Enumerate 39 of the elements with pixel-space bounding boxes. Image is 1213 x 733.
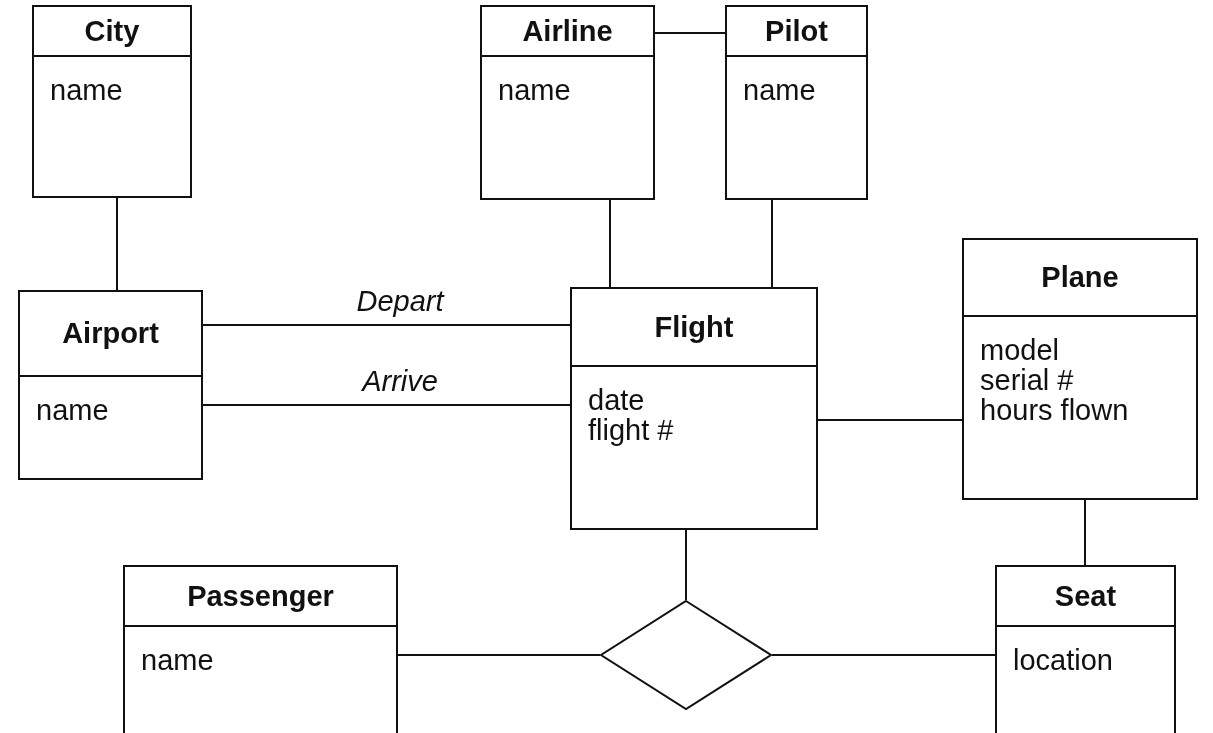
class-box [725, 5, 868, 200]
attribute-text: name [141, 645, 215, 675]
class-name: Airport [62, 317, 159, 350]
class-name: Seat [1054, 579, 1117, 613]
connector-line [685, 529, 687, 601]
class-name: Airline [522, 14, 613, 48]
class-name: Pilot [765, 14, 828, 48]
class-box [18, 290, 203, 480]
connector-line [609, 199, 611, 288]
attribute-text: name [36, 395, 110, 425]
connector-line [202, 324, 571, 326]
connector-line [771, 199, 773, 288]
attribute-text: serial # [980, 365, 1075, 395]
class-name: Passenger [187, 579, 334, 613]
class-box [995, 565, 1176, 733]
connector-line [817, 419, 963, 421]
connector-line [654, 32, 726, 34]
class-box [570, 287, 818, 530]
attribute-text: name [498, 75, 572, 105]
attribute-text: flight # [588, 415, 675, 445]
relationship-diamond [600, 600, 772, 710]
attribute-text: name [50, 75, 124, 105]
connector-line [397, 654, 601, 656]
attribute-text: model [980, 335, 1060, 365]
connector-line [771, 654, 996, 656]
attribute-text: hours flown [980, 395, 1130, 425]
class-name: City [84, 14, 140, 48]
class-name: Flight [654, 310, 734, 344]
attribute-text: location [1013, 645, 1114, 675]
class-box [123, 565, 398, 733]
attribute-text: date [588, 385, 646, 415]
class-box [32, 5, 192, 198]
connector-line [116, 197, 118, 291]
connector-line [202, 404, 571, 406]
class-box [962, 238, 1198, 500]
class-name: Plane [1041, 261, 1119, 294]
connector-line [1084, 499, 1086, 566]
attribute-text: name [743, 75, 817, 105]
class-box [480, 5, 655, 200]
